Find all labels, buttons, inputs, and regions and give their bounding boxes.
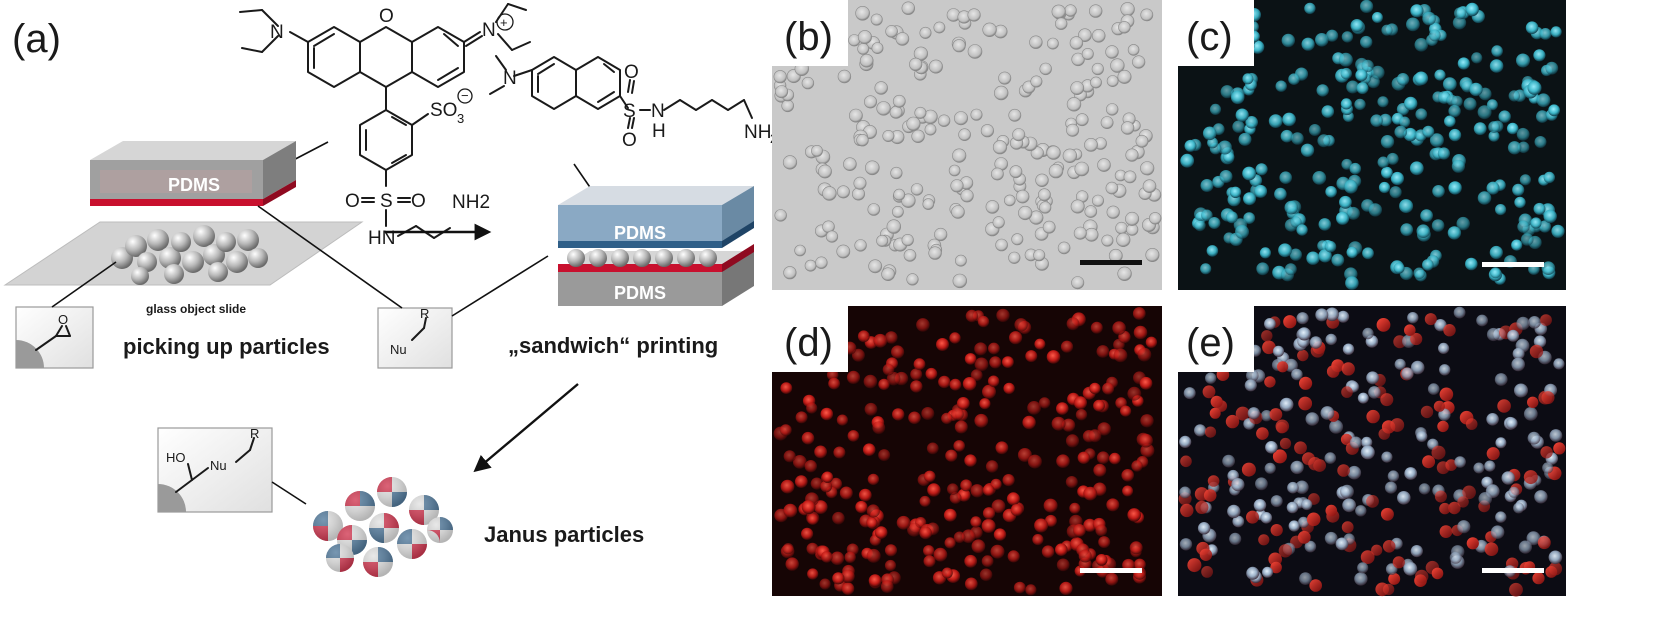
pdms-stamp-top: PDMS [90, 141, 296, 206]
scale-bar-d [1080, 568, 1142, 573]
janus-caption: Janus particles [484, 522, 644, 547]
dansyl-o-bottom: O [622, 130, 637, 151]
panel-label-c: (c) [1186, 15, 1233, 59]
rhodamine-minus: − [461, 88, 469, 103]
connector-nucleophile-sandwich [451, 255, 549, 317]
micrograph-b: (b) [772, 0, 1162, 290]
nucleophile-nu: Nu [390, 342, 407, 357]
dansyl-o-top: O [624, 62, 639, 83]
glass-slide: glass object slide [3, 221, 364, 316]
dansyl-nh2: NH [744, 122, 771, 143]
dansyl-h: H [652, 121, 666, 142]
micrograph-c: (c) [1178, 0, 1566, 290]
micrograph-d: (d) [772, 306, 1162, 596]
pdms-label-top: PDMS [168, 175, 220, 195]
glass-label: glass object slide [146, 302, 246, 316]
rhodamine-hn: HN [368, 228, 395, 249]
nucleophile-r: R [420, 306, 429, 321]
dansyl-sulfonyl-s: S [623, 101, 636, 122]
rhodamine-plus: + [500, 15, 508, 30]
panel-label-b: (b) [784, 15, 833, 59]
product-ho: HO [166, 450, 186, 465]
rhodamine-oxygen: O [379, 6, 394, 27]
panel-label-e: (e) [1186, 321, 1235, 365]
scale-bar-b [1080, 260, 1142, 265]
rhodamine-sulfonyl-o-left: O [345, 191, 360, 212]
rhodamine-sulfonate: SO [430, 100, 457, 121]
product-box: HO Nu R [157, 426, 273, 513]
janus-particles [313, 477, 453, 577]
rhodamine-iminium-n: N [482, 20, 496, 41]
rhodamine-nh2: NH2 [452, 192, 490, 213]
connector-slide-epoxide [51, 261, 117, 308]
product-r: R [250, 426, 259, 441]
rhodamine-sulfonyl-o-right: O [411, 191, 426, 212]
dansyl-amine-n: N [503, 68, 517, 89]
epoxide-box: O [15, 306, 94, 369]
micrograph-e: (e) [1178, 306, 1566, 597]
rhodamine-sulfonate-sub: 3 [457, 111, 464, 126]
connector-product-janus [271, 481, 307, 505]
sandwich-caption: „sandwich“ printing [508, 333, 718, 358]
epoxide-o: O [58, 312, 68, 327]
scale-bar-e [1482, 568, 1544, 573]
panel-label-a: (a) [12, 17, 61, 61]
pdms-label-upper: PDMS [614, 223, 666, 243]
rhodamine-amine-n: N [270, 22, 284, 43]
panel-label-d: (d) [784, 321, 833, 365]
nucleophile-box: R Nu [377, 306, 453, 369]
scale-bar-c [1482, 262, 1544, 267]
connector-stamp-nucleophile [257, 205, 403, 309]
slide-particles [111, 225, 268, 285]
dansyl-structure: N S O O N H NH 2 [489, 55, 777, 151]
picking-caption: picking up particles [123, 334, 330, 359]
sandwich-stack: PDMS PDMS [558, 186, 754, 306]
pdms-label-lower: PDMS [614, 283, 666, 303]
rhodamine-structure: N O N + SO 3 − S O O HN NH2 [239, 3, 531, 249]
dansyl-nh: N [651, 101, 665, 122]
rhodamine-sulfonyl-s: S [380, 191, 393, 212]
product-nu: Nu [210, 458, 227, 473]
arrow-to-janus [473, 383, 579, 473]
